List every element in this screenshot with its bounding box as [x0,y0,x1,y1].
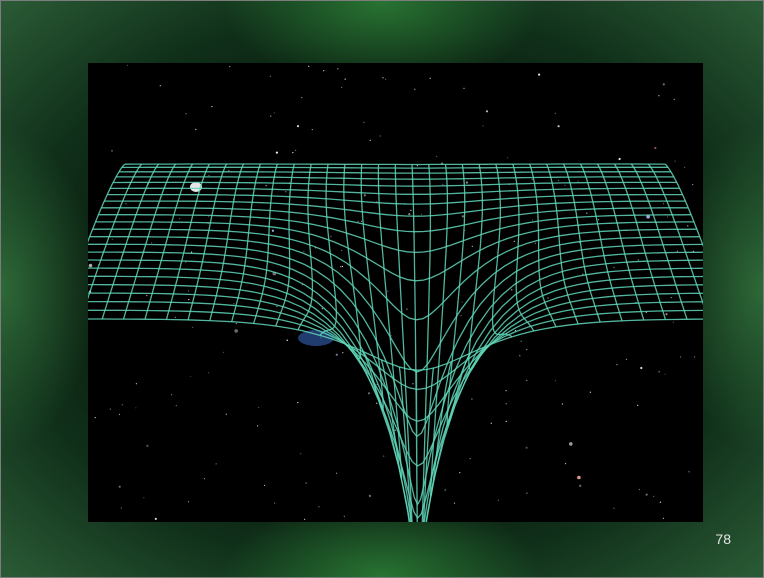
grid-line [165,163,211,320]
grid-line [88,243,703,438]
grid-line [377,164,403,480]
grid-line [360,164,384,412]
grid-line [88,259,703,522]
grid-line [88,275,703,522]
grid-line [421,164,435,522]
grid-line [664,163,703,248]
grid-line [88,318,703,371]
grid-line [88,163,126,243]
grid-line [491,164,513,338]
grid-line [613,163,667,320]
grid-line [545,163,579,325]
grid-line [411,164,418,522]
grid-line [429,164,452,497]
curvature-grid [88,163,703,522]
grid-line [468,164,491,371]
star-field [88,64,696,520]
grid-line [88,267,703,522]
grid-line [446,164,471,427]
grid-line [107,193,683,205]
grid-line [630,163,688,320]
grid-line [275,163,296,327]
grid-line [101,163,160,320]
grid-line [231,163,262,322]
grid-line [88,309,703,391]
grid-line [122,163,177,320]
grid-line [341,164,362,360]
grid-line [88,163,143,300]
grid-line [596,163,645,321]
grid-line [562,163,601,323]
grid-line [528,163,557,328]
grid-line [144,163,194,320]
grid-line [187,163,228,321]
grid-line [512,163,535,332]
spacetime-image [88,63,703,522]
grid-line [209,163,245,321]
grid-line [88,251,703,506]
grid-line [647,163,703,306]
grid-line [124,163,666,166]
grid-line [319,164,338,336]
grid-line [394,164,413,522]
grid-line [579,163,623,321]
nebula-glow [190,182,334,346]
grid-line [253,163,279,324]
spacetime-grid-illustration [88,64,703,522]
grid-line [297,163,314,331]
page-number: 78 [715,531,731,547]
